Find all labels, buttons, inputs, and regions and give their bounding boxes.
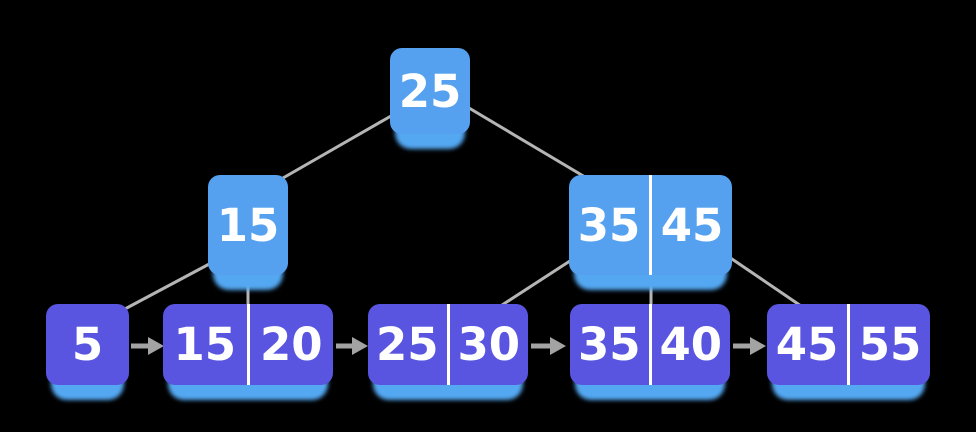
node-card: 15 20 — [163, 304, 333, 385]
node-key: 5 — [71, 318, 104, 371]
node-key: 45 — [775, 318, 839, 371]
node-key: 35 — [577, 198, 641, 252]
btree-leaf-node-35-40: 35 40 — [570, 304, 730, 400]
node-card: 25 30 — [368, 304, 528, 385]
btree-leaf-node-15-20: 15 20 — [163, 304, 333, 400]
node-key: 45 — [649, 175, 732, 275]
node-key: 35 — [577, 318, 641, 371]
node-card: 15 — [208, 175, 288, 275]
node-card: 25 — [390, 48, 470, 134]
node-key: 15 — [216, 198, 280, 252]
btree-root-node: 25 — [390, 48, 470, 149]
edge-35-45-to-leaf-45-55 — [727, 255, 806, 310]
node-card: 35 40 — [570, 304, 730, 385]
node-key: 25 — [375, 318, 439, 371]
edge-root-to-internal-35-45 — [467, 106, 587, 179]
node-key: 55 — [847, 304, 930, 385]
btree-internal-node-15: 15 — [208, 175, 288, 290]
edge-15-to-leaf-5 — [121, 260, 215, 312]
btree-leaf-node-45-55: 45 55 — [767, 304, 930, 400]
node-key: 25 — [398, 64, 462, 118]
node-card: 35 45 — [569, 175, 732, 275]
node-key: 30 — [446, 304, 529, 385]
btree-leaf-node-5: 5 — [46, 304, 129, 400]
edge-35-45-to-leaf-25-30 — [497, 257, 575, 309]
node-key: 40 — [648, 304, 731, 385]
edge-root-to-internal-15 — [281, 114, 393, 180]
node-card: 45 55 — [767, 304, 930, 385]
node-key: 20 — [246, 304, 334, 385]
node-key: 15 — [173, 318, 237, 371]
node-card: 5 — [46, 304, 129, 385]
btree-internal-node-35-45: 35 45 — [569, 175, 732, 290]
btree-leaf-node-25-30: 25 30 — [368, 304, 528, 400]
